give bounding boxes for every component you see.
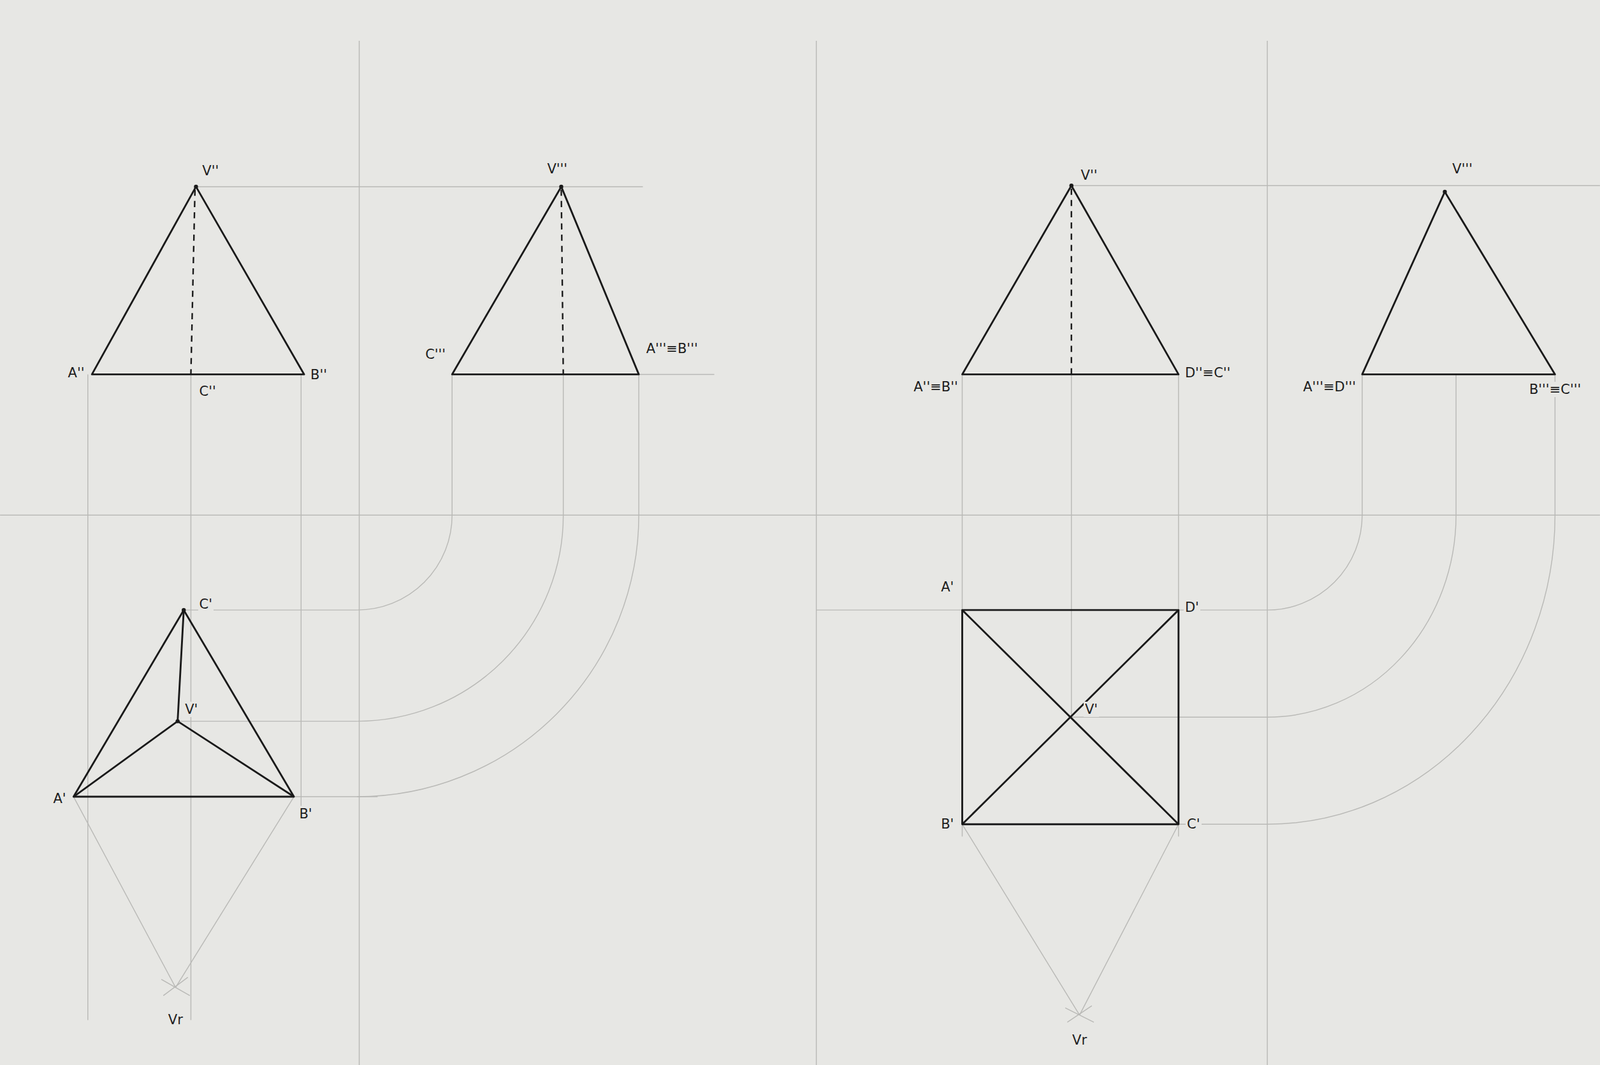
point-label: A'''≡D''' xyxy=(1301,379,1358,395)
point-label: Vr xyxy=(1070,1032,1089,1048)
point-label: V''' xyxy=(545,161,569,177)
point-label: A' xyxy=(939,579,955,595)
point-label: C''' xyxy=(423,346,447,363)
construction-lines xyxy=(0,40,1600,1065)
point-label: A'' xyxy=(66,365,87,381)
point-label: V'' xyxy=(1079,167,1099,183)
point-label: C' xyxy=(198,596,214,612)
point-label: A'''≡B''' xyxy=(645,341,700,357)
point-label: V''' xyxy=(1450,161,1474,177)
point-label: B'''≡C''' xyxy=(1527,381,1583,398)
point-label: B' xyxy=(297,806,313,822)
point-label: B' xyxy=(939,816,955,832)
point-label: A''≡B'' xyxy=(912,379,959,395)
vertex-dots xyxy=(175,183,1447,724)
point-label: V'' xyxy=(200,163,220,179)
point-label: Vr xyxy=(167,1012,185,1028)
point-label: D''≡C'' xyxy=(1183,365,1233,381)
object-lines xyxy=(73,185,1555,825)
point-label: D' xyxy=(1183,599,1201,616)
point-label: A' xyxy=(52,791,68,807)
point-label: V' xyxy=(1083,701,1099,718)
hidden-lines xyxy=(190,188,1071,375)
point-label: V' xyxy=(183,701,199,718)
point-label: C'' xyxy=(198,383,218,400)
point-label: B'' xyxy=(309,367,329,383)
point-label: C' xyxy=(1185,816,1201,832)
